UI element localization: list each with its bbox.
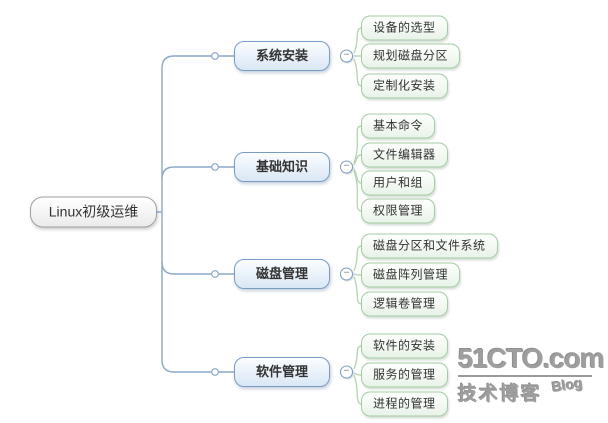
branch-connector	[161, 55, 234, 212]
leaf-node[interactable]: 用户和组	[361, 170, 436, 196]
leaf-node[interactable]: 进程的管理	[361, 391, 448, 417]
collapse-toggle[interactable]: −	[340, 160, 353, 174]
leaf-node[interactable]: 文件编辑器	[361, 142, 448, 168]
branch-connector	[161, 166, 234, 180]
branch-node-software-management[interactable]: 软件管理	[234, 357, 330, 387]
leaf-node[interactable]: 定制化安装	[361, 73, 448, 99]
leaf-connector	[353, 374, 363, 405]
leaf-connector	[353, 168, 363, 184]
leaf-node[interactable]: 基本命令	[361, 113, 436, 139]
leaf-node[interactable]: 磁盘阵列管理	[361, 262, 461, 288]
logo-brand-text: 51CTO.com	[458, 343, 605, 374]
leaf-node[interactable]: 规划磁盘分区	[361, 43, 461, 69]
branch-anchor-dot	[211, 270, 219, 278]
logo-underline	[458, 375, 592, 377]
leaf-node[interactable]: 软件的安装	[361, 333, 448, 359]
branch-anchor-dot	[211, 368, 219, 376]
minus-icon: −	[343, 160, 350, 172]
leaf-connector	[353, 154, 363, 166]
logo-blog-badge: Blog	[551, 374, 585, 396]
branch-anchor-dot	[211, 163, 219, 171]
leaf-connector	[353, 245, 363, 272]
leaf-node[interactable]: 设备的选型	[361, 15, 448, 41]
minus-icon: −	[343, 267, 350, 279]
minus-icon: −	[343, 49, 350, 61]
leaf-node[interactable]: 权限管理	[361, 198, 436, 224]
branch-node-basics[interactable]: 基础知识	[234, 152, 330, 182]
leaf-connector	[353, 58, 363, 87]
branch-connector	[161, 261, 234, 275]
branch-anchor-dot	[211, 52, 219, 60]
branch-node-system-installation[interactable]: 系统安装	[234, 41, 330, 71]
51cto-logo: 51CTO.com 技术博客 Blog	[458, 343, 605, 406]
collapse-toggle[interactable]: −	[340, 49, 353, 63]
leaf-node[interactable]: 逻辑卷管理	[361, 291, 448, 317]
leaf-node[interactable]: 服务的管理	[361, 362, 448, 388]
leaf-connector	[353, 276, 363, 305]
leaf-connector	[353, 170, 363, 212]
leaf-connector	[353, 125, 363, 164]
root-node[interactable]: Linux初级运维	[30, 196, 157, 228]
minus-icon: −	[343, 365, 350, 377]
leaf-connector	[353, 345, 363, 370]
leaf-node[interactable]: 磁盘分区和文件系统	[361, 233, 498, 259]
branch-node-disk-management[interactable]: 磁盘管理	[234, 259, 330, 289]
leaf-connector	[353, 27, 363, 54]
collapse-toggle[interactable]: −	[340, 267, 353, 281]
branch-connector	[161, 212, 234, 373]
collapse-toggle[interactable]: −	[340, 365, 353, 379]
logo-tagline: 技术博客	[458, 384, 543, 405]
